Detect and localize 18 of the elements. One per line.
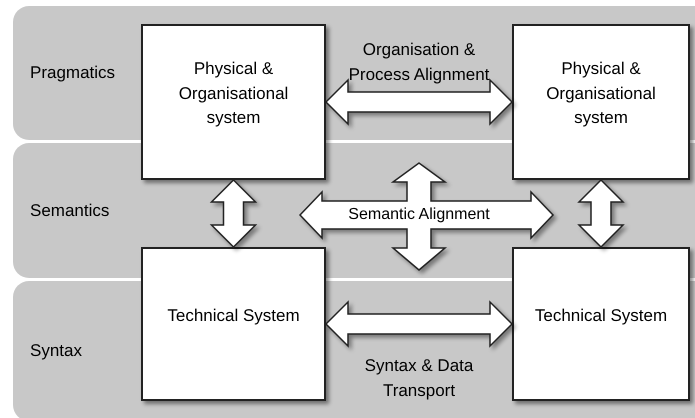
box-label: Physical & Organisational system — [178, 58, 290, 130]
system-box — [512, 24, 690, 180]
edge-label: Syntax & Data Transport — [364, 355, 474, 402]
box-label: Technical System — [534, 304, 668, 327]
layer-label: Syntax — [30, 340, 82, 362]
edge-label: Organisation & Process Alignment — [348, 39, 490, 86]
box-label: Physical & Organisational system — [545, 58, 657, 130]
system-box — [512, 247, 690, 401]
layer-label: Pragmatics — [30, 62, 116, 84]
layer-label: Semantics — [30, 200, 110, 222]
double-block-arrow — [210, 178, 258, 248]
double-block-arrow — [577, 178, 625, 248]
double-block-arrow — [324, 78, 514, 126]
box-label: Technical System — [167, 304, 300, 327]
double-block-arrow — [324, 300, 514, 348]
system-box — [141, 247, 326, 401]
arrow-label: Semantic Alignment — [347, 207, 491, 223]
system-box — [141, 24, 326, 180]
